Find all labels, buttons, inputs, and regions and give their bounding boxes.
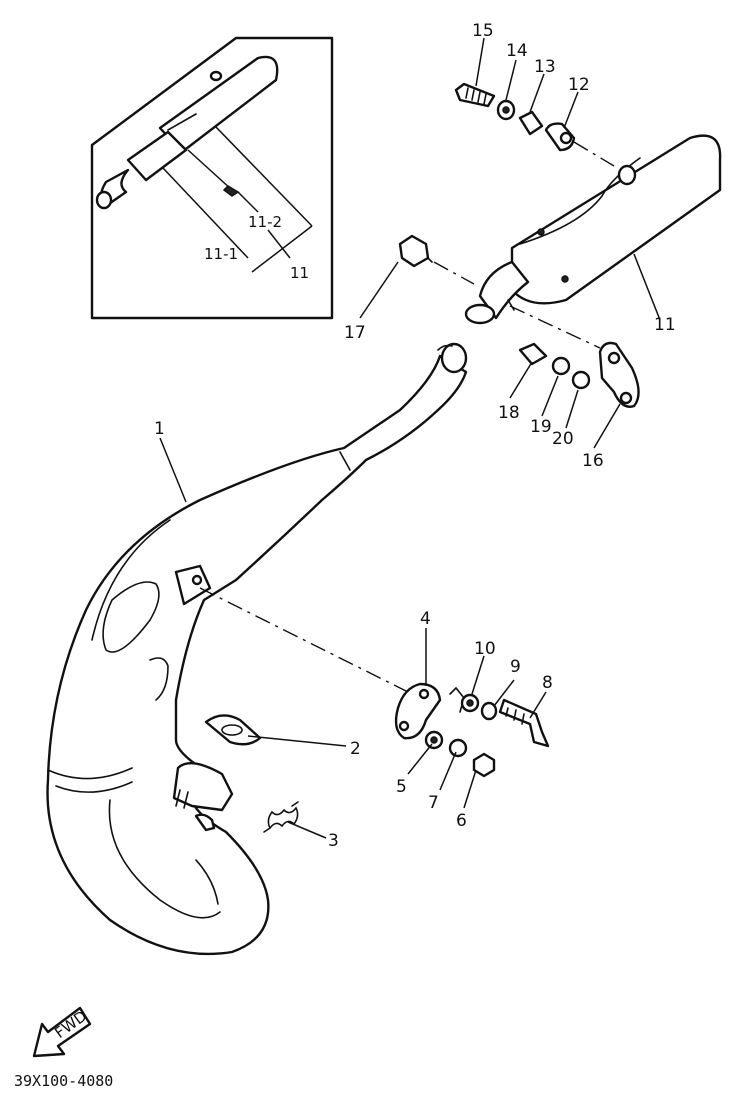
callout-11: 11 <box>654 315 676 335</box>
callout-7: 7 <box>428 793 439 813</box>
callout-2: 2 <box>350 739 361 759</box>
callout-inset-11: 11 <box>290 264 309 282</box>
callout-4: 4 <box>420 609 431 629</box>
callout-8: 8 <box>542 673 553 693</box>
fastener-parts-12-15 <box>454 82 615 167</box>
callout-14: 14 <box>506 41 528 61</box>
callout-5: 5 <box>396 777 407 797</box>
callout-17: 17 <box>344 323 366 343</box>
gasket-part-2 <box>204 714 262 746</box>
fwd-arrow-icon: FWD <box>32 1006 92 1058</box>
callout-20: 20 <box>552 429 574 449</box>
expansion-chamber-part-1 <box>46 342 468 956</box>
bracket-parts-16-20 <box>509 305 640 408</box>
callout-12: 12 <box>568 75 590 95</box>
callout-inset-11-1: 11-1 <box>204 245 238 263</box>
bracket-parts-4-10 <box>199 587 550 778</box>
callout-inset-11-2: 11-2 <box>248 213 282 231</box>
leader-lines <box>159 37 661 839</box>
callout-3: 3 <box>328 831 339 851</box>
callout-13: 13 <box>534 57 556 77</box>
callout-10: 10 <box>474 639 496 659</box>
inset-panel: 11-2 11-1 11 <box>90 36 334 320</box>
figure-code: 39X100-4080 <box>14 1072 113 1090</box>
spring-part-3 <box>263 801 299 833</box>
part-17-nut <box>398 234 475 285</box>
callout-15: 15 <box>472 21 494 41</box>
silencer-part-11 <box>464 134 722 325</box>
callout-6: 6 <box>456 811 467 831</box>
callout-18: 18 <box>498 403 520 423</box>
callout-9: 9 <box>510 657 521 677</box>
callout-16: 16 <box>582 451 604 471</box>
callout-labels: 1 2 3 4 5 6 7 8 9 10 11 12 13 14 15 16 1… <box>154 21 676 851</box>
callout-1: 1 <box>154 419 165 439</box>
callout-19: 19 <box>530 417 552 437</box>
